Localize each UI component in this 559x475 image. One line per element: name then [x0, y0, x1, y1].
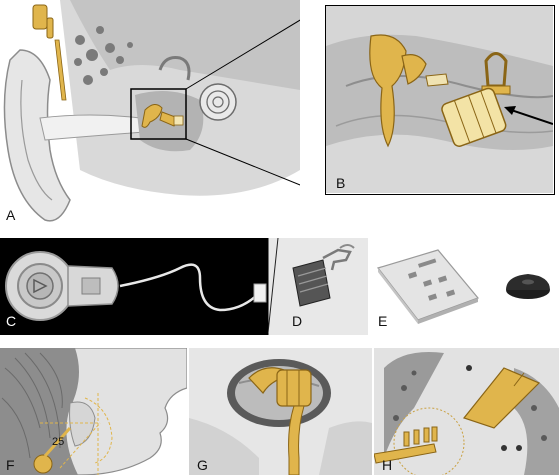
panel-f-head-placement: 25 F: [0, 348, 187, 475]
panel-e-external-devices: E: [368, 238, 559, 335]
panel-g-label: G: [197, 457, 208, 473]
panel-f-label: F: [6, 457, 15, 473]
panel-d-transducer-closeup: D: [268, 238, 368, 335]
panel-e-label: E: [378, 313, 388, 329]
cochlea-shape: [199, 83, 237, 121]
panel-a-label: A: [6, 207, 16, 223]
panel-c-implant-device: C: [0, 238, 270, 335]
panel-a-ear-anatomy: A: [0, 0, 300, 230]
panel-c-label: C: [6, 313, 17, 329]
panel-f-angle-mark: 25: [52, 436, 65, 448]
panel-d-label: D: [292, 313, 303, 329]
panel-h-lead-connector: H: [374, 348, 559, 475]
panel-g-surgical-view: G: [189, 348, 372, 475]
panel-b-label: B: [336, 175, 346, 191]
panel-b-magnified-ossicles: B: [325, 5, 555, 195]
panel-h-label: H: [382, 457, 393, 473]
